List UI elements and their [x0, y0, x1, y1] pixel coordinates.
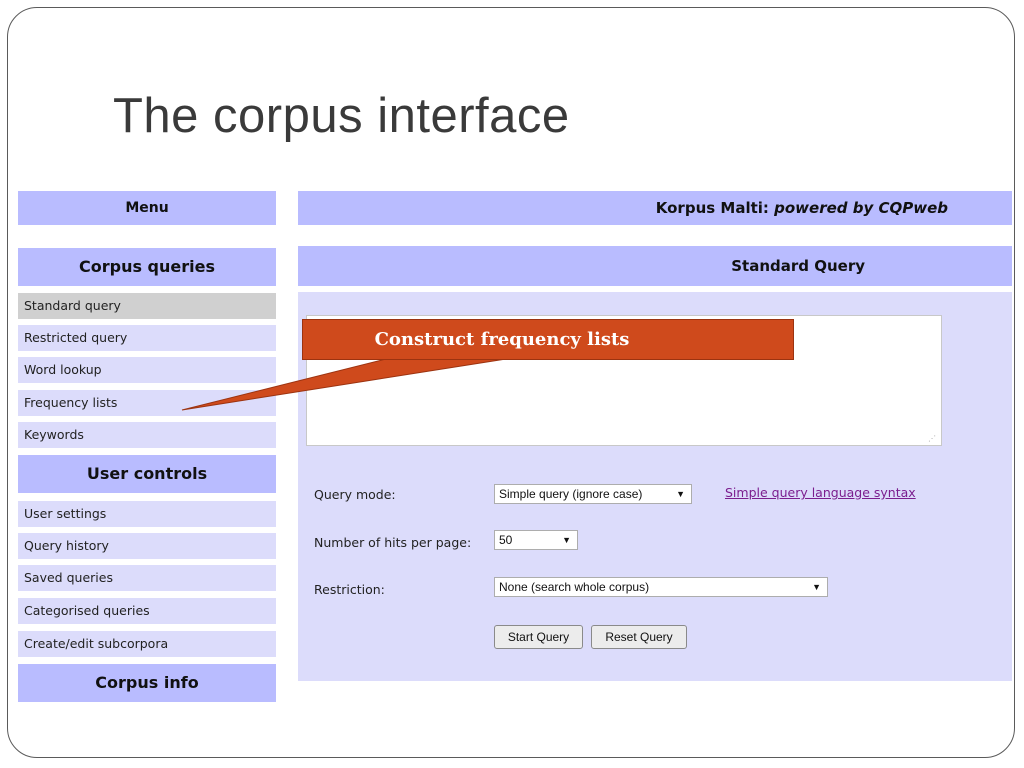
menu-item-standard-query[interactable]: Standard query [18, 293, 276, 319]
menu-item-word-lookup[interactable]: Word lookup [18, 357, 276, 383]
menu-item-query-history[interactable]: Query history [18, 533, 276, 559]
menu-item-categorised-queries[interactable]: Categorised queries [18, 598, 276, 624]
menu-item-restricted-query[interactable]: Restricted query [18, 325, 276, 351]
site-powered-by: powered by CQPweb [774, 199, 948, 217]
resize-grip-icon[interactable]: ⋰ [928, 434, 936, 443]
menu-item-frequency-lists[interactable]: Frequency lists [18, 390, 276, 416]
simple-query-syntax-link[interactable]: Simple query language syntax [725, 485, 916, 500]
query-mode-select[interactable]: Simple query (ignore case) ▼ [494, 484, 692, 504]
section-header-user-controls: User controls [18, 455, 276, 493]
site-header: Korpus Malti: powered by CQPweb [298, 191, 1012, 225]
query-mode-value: Simple query (ignore case) [499, 487, 643, 501]
query-header: Standard Query [298, 246, 1012, 286]
hits-per-page-label: Number of hits per page: [314, 535, 472, 550]
menu-item-saved-queries[interactable]: Saved queries [18, 565, 276, 591]
query-mode-label: Query mode: [314, 487, 396, 502]
menu-item-create-edit-subcorpora[interactable]: Create/edit subcorpora [18, 631, 276, 657]
slide-title: The corpus interface [113, 89, 570, 143]
restriction-value: None (search whole corpus) [499, 580, 650, 594]
chevron-down-icon: ▼ [676, 489, 685, 499]
chevron-down-icon: ▼ [812, 582, 821, 592]
section-header-corpus-info: Corpus info [18, 664, 276, 702]
callout-construct-frequency-lists: Construct frequency lists [302, 319, 794, 360]
section-header-corpus-queries: Corpus queries [18, 248, 276, 286]
menu-item-keywords[interactable]: Keywords [18, 422, 276, 448]
reset-query-button[interactable]: Reset Query [591, 625, 687, 649]
start-query-button[interactable]: Start Query [494, 625, 583, 649]
site-name: Korpus Malti: [655, 199, 775, 217]
restriction-select[interactable]: None (search whole corpus) ▼ [494, 577, 828, 597]
menu-header: Menu [18, 191, 276, 225]
hits-per-page-value: 50 [499, 533, 513, 547]
restriction-label: Restriction: [314, 582, 385, 597]
hits-per-page-select[interactable]: 50 ▼ [494, 530, 578, 550]
chevron-down-icon: ▼ [562, 535, 571, 545]
menu-item-user-settings[interactable]: User settings [18, 501, 276, 527]
